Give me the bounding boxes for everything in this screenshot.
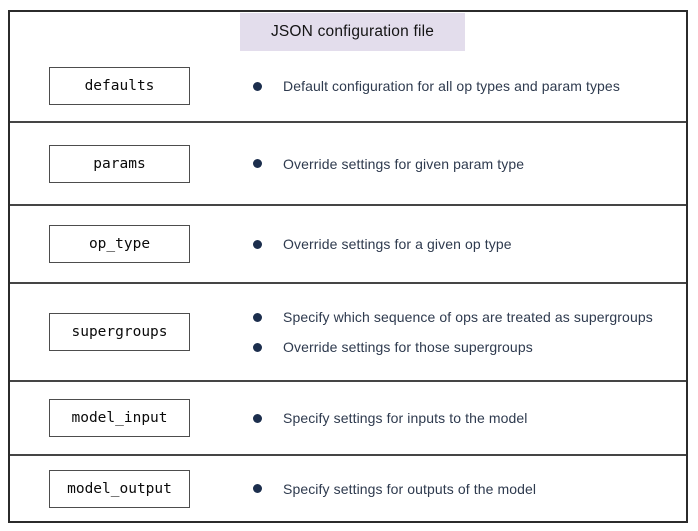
bullet-item: Default configuration for all op types a… <box>253 71 620 101</box>
bullet-list-model-input: Specify settings for inputs to the model <box>253 403 527 433</box>
label-box-defaults: defaults <box>49 67 190 105</box>
label-box-supergroups: supergroups <box>49 313 190 351</box>
bullet-list-supergroups: Specify which sequence of ops are treate… <box>253 302 653 362</box>
title-box: JSON configuration file <box>240 13 465 51</box>
section-model-input: model_input Specify settings for inputs … <box>10 382 686 456</box>
bullet-text: Specify settings for outputs of the mode… <box>283 480 537 497</box>
bullet-item: Override settings for given param type <box>253 149 524 179</box>
bullet-text: Default configuration for all op types a… <box>283 78 620 94</box>
label-text: params <box>93 155 146 172</box>
bullet-item: Override settings for those supergroups <box>253 332 653 362</box>
page-title: JSON configuration file <box>270 23 435 40</box>
section-supergroups: supergroups Specify which sequence of op… <box>10 284 686 382</box>
label-text: supergroups <box>71 324 168 340</box>
label-text: model_output <box>67 480 172 497</box>
bullet-item: Specify settings for outputs of the mode… <box>253 474 536 504</box>
bullet-icon <box>253 312 262 322</box>
label-box-params: params <box>49 144 190 183</box>
bullet-list-defaults: Default configuration for all op types a… <box>253 71 620 101</box>
bullet-item: Specify which sequence of ops are treate… <box>253 302 653 332</box>
bullet-icon <box>253 159 262 168</box>
bullet-list-model-output: Specify settings for outputs of the mode… <box>253 474 536 504</box>
bullet-list-params: Override settings for given param type <box>253 149 524 179</box>
bullet-item: Specify settings for inputs to the model <box>253 403 527 433</box>
label-box-op-type: op_type <box>49 225 190 263</box>
bullet-text: Override settings for given param type <box>283 155 525 172</box>
label-text: op_type <box>88 236 151 252</box>
bullet-icon <box>253 239 262 249</box>
bullet-icon <box>253 81 262 91</box>
label-text: model_input <box>71 410 168 426</box>
bullet-text: Override settings for those supergroups <box>283 339 533 355</box>
bullet-item: Override settings for a given op type <box>253 229 512 259</box>
bullet-icon <box>253 342 262 352</box>
section-defaults: JSON configuration file defaults Default… <box>10 12 686 123</box>
section-model-output: model_output Specify settings for output… <box>10 456 686 521</box>
bullet-list-op-type: Override settings for a given op type <box>253 229 512 259</box>
section-op-type: op_type Override settings for a given op… <box>10 206 686 284</box>
label-text: defaults <box>84 78 155 94</box>
bullet-text: Specify which sequence of ops are treate… <box>283 309 653 325</box>
bullet-icon <box>253 484 262 493</box>
bullet-text: Override settings for a given op type <box>283 236 512 252</box>
section-params: params Override settings for given param… <box>10 123 686 206</box>
label-box-model-output: model_output <box>49 469 190 508</box>
diagram-frame: JSON configuration file defaults Default… <box>8 10 688 523</box>
bullet-text: Specify settings for inputs to the model <box>283 410 528 426</box>
bullet-icon <box>253 413 262 423</box>
label-box-model-input: model_input <box>49 399 190 437</box>
